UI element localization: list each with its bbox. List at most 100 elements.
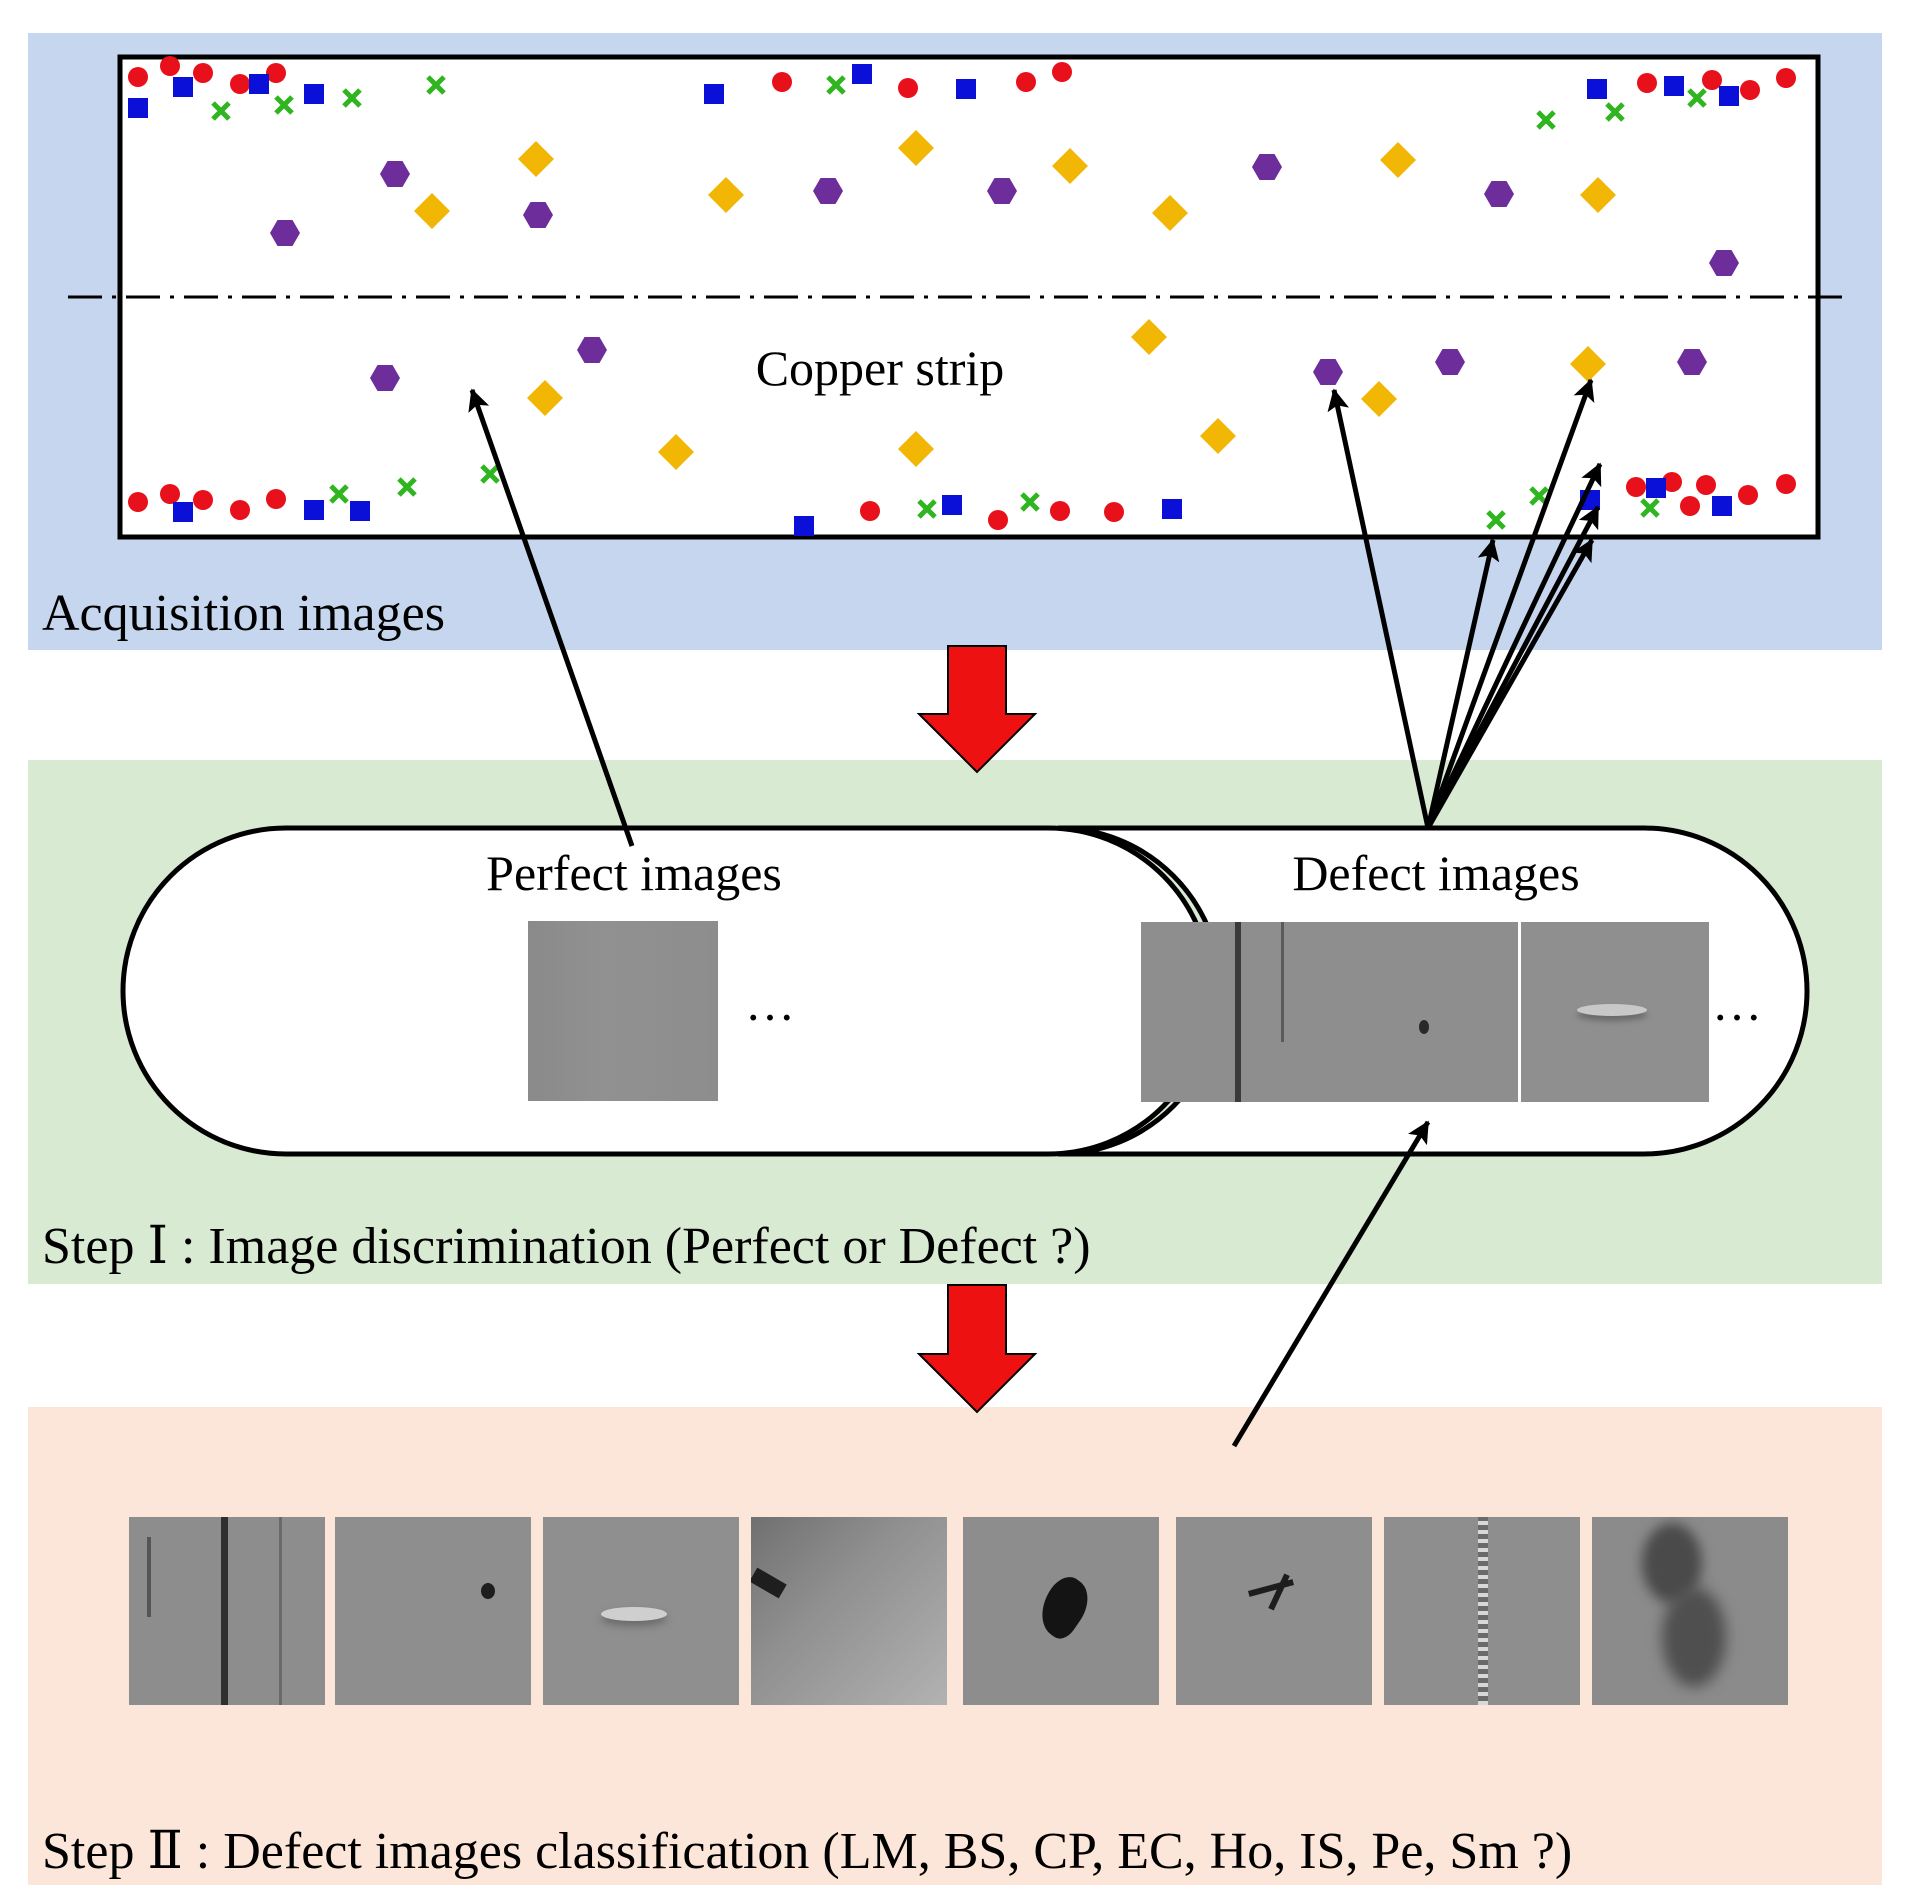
patch-sm-smudge-b [1662, 1587, 1726, 1687]
red-circle-marker [1104, 502, 1124, 522]
purple-hexagon-marker [370, 365, 400, 391]
green-cross-marker [342, 88, 362, 108]
line-mark-defect-faint [1281, 922, 1284, 1042]
orange-diamond-marker [658, 434, 694, 470]
red-circle-marker [1696, 475, 1716, 495]
red-circle-marker [193, 63, 213, 83]
orange-diamond-marker [1052, 148, 1088, 184]
black-spot-defect [1419, 1020, 1429, 1034]
defect-arrow-1 [1327, 388, 1431, 829]
green-cross-marker [480, 464, 500, 484]
blue-square-marker [128, 98, 148, 118]
purple-hexagon-marker [987, 178, 1017, 204]
green-cross-marker [917, 499, 937, 519]
class-patch-pe [1384, 1517, 1580, 1705]
blue-square-marker [852, 64, 872, 84]
red-circle-marker [128, 492, 148, 512]
purple-hexagon-marker [270, 220, 300, 246]
step1-label: Step Ⅰ : Image discrimination (Perfect o… [42, 1218, 1091, 1275]
red-circle-marker [1680, 496, 1700, 516]
red-circle-marker [1738, 485, 1758, 505]
red-circle-marker [266, 489, 286, 509]
class-patch-is [1176, 1517, 1372, 1705]
convex-pit-defect [1577, 1004, 1647, 1016]
defect-sample-image-cp [1521, 922, 1709, 1102]
red-circle-marker [860, 501, 880, 521]
patch-ec-edge [751, 1567, 787, 1599]
blue-square-marker [1712, 496, 1732, 516]
green-cross-marker [426, 75, 446, 95]
green-cross-marker [1640, 498, 1660, 518]
red-circle-marker [1050, 501, 1070, 521]
defect-images-label: Defect images [1292, 845, 1579, 901]
defect-ellipsis: … [1712, 975, 1762, 1031]
patch-ho-hole [1029, 1570, 1099, 1644]
perfect-ellipsis: … [745, 975, 795, 1031]
red-circle-marker [772, 72, 792, 92]
green-cross-marker [826, 75, 846, 95]
blue-square-marker [1646, 478, 1666, 498]
orange-diamond-marker [1131, 319, 1167, 355]
defect-arrow-2 [1425, 378, 1595, 829]
perfect-images-label: Perfect images [486, 845, 782, 901]
orange-diamond-marker [1361, 381, 1397, 417]
red-circle-marker [1016, 72, 1036, 92]
blue-square-marker [350, 501, 370, 521]
orange-diamond-marker [898, 130, 934, 166]
red-circle-marker [1662, 472, 1682, 492]
red-circle-marker [898, 78, 918, 98]
purple-hexagon-marker [1313, 359, 1343, 385]
green-cross-marker [1687, 88, 1707, 108]
green-cross-marker [274, 95, 294, 115]
red-circle-marker [988, 510, 1008, 530]
patch-is-star-b [1268, 1573, 1290, 1611]
patch-lm-line [221, 1517, 228, 1705]
blue-square-marker [304, 84, 324, 104]
orange-diamond-marker [1380, 142, 1416, 178]
class-patch-lm [129, 1517, 325, 1705]
defect-sample-image-lm [1141, 922, 1331, 1102]
purple-hexagon-marker [813, 178, 843, 204]
green-cross-marker [1020, 492, 1040, 512]
purple-hexagon-marker [1709, 250, 1739, 276]
patch-bs-spot [481, 1583, 495, 1599]
blue-square-marker [704, 84, 724, 104]
patch-lm-line-left [147, 1537, 151, 1617]
purple-hexagon-marker [380, 161, 410, 187]
blue-square-marker [249, 74, 269, 94]
line-mark-defect [1235, 922, 1241, 1102]
patch-pe-dots [1478, 1517, 1488, 1705]
class-patch-sm [1592, 1517, 1788, 1705]
classification-to-defect-arrow [1231, 1120, 1431, 1448]
perfect-to-strip-arrow [468, 388, 635, 847]
purple-hexagon-marker [1677, 349, 1707, 375]
defect-arrow-6 [1425, 538, 1500, 829]
blue-square-marker [1664, 76, 1684, 96]
defect-arrow-3 [1425, 462, 1603, 830]
red-circle-marker [160, 484, 180, 504]
purple-hexagon-marker [1484, 181, 1514, 207]
patch-cp-mark [601, 1607, 667, 1621]
flow-arrow-1 [916, 645, 1038, 774]
blue-square-marker [173, 502, 193, 522]
red-circle-marker [266, 63, 286, 83]
orange-diamond-marker [1152, 195, 1188, 231]
purple-hexagon-marker [1252, 154, 1282, 180]
purple-hexagon-marker [577, 337, 607, 363]
red-circle-marker [193, 490, 213, 510]
defect-sample-image-bs [1331, 922, 1518, 1102]
red-circle-marker [230, 500, 250, 520]
acquisition-label: Acquisition images [42, 585, 445, 642]
purple-hexagon-marker [1435, 349, 1465, 375]
class-patch-cp [543, 1517, 739, 1705]
red-circle-marker [1637, 73, 1657, 93]
blue-square-marker [1162, 499, 1182, 519]
orange-diamond-marker [1580, 177, 1616, 213]
step2-label: Step Ⅱ : Defect images classification (L… [42, 1823, 1572, 1880]
defect-arrow-5 [1425, 538, 1595, 830]
blue-square-marker [304, 500, 324, 520]
class-patch-ho [963, 1517, 1159, 1705]
blue-square-marker [956, 79, 976, 99]
blue-square-marker [1719, 86, 1739, 106]
orange-diamond-marker [898, 431, 934, 467]
